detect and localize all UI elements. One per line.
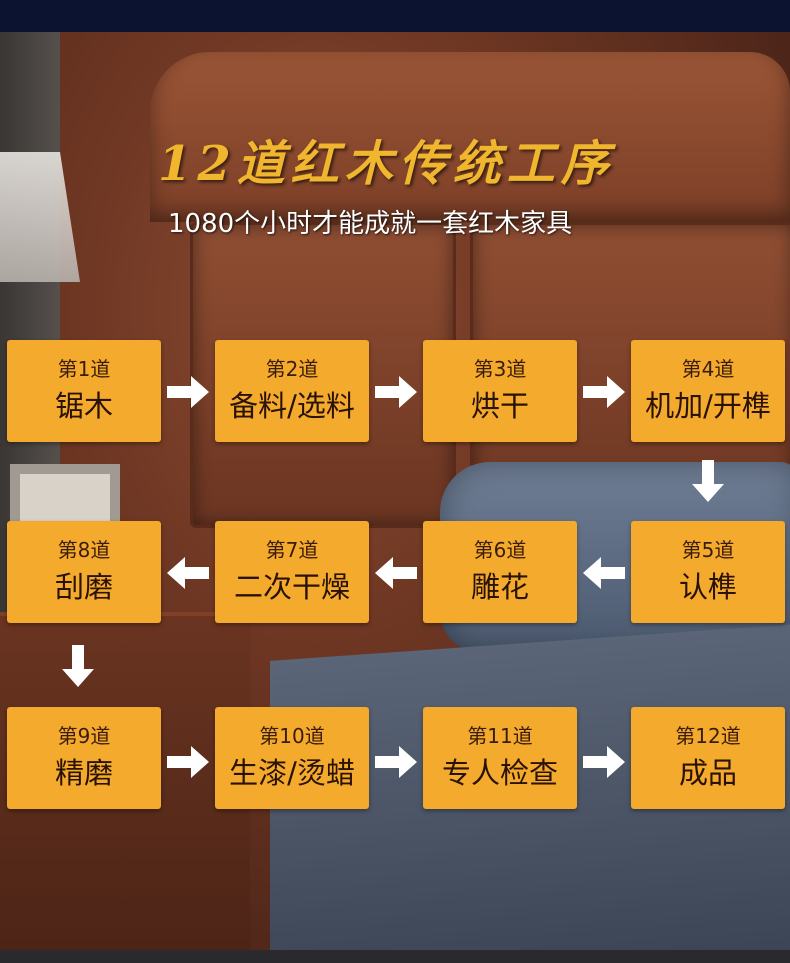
step-number: 第2道 [265, 357, 319, 381]
arrow-right-icon [583, 746, 625, 778]
step-1: 第1道 锯木 [7, 340, 161, 442]
arrow-right-icon [167, 746, 209, 778]
top-bar [0, 0, 790, 32]
step-name: 成品 [678, 756, 737, 790]
arrow-down-icon [692, 460, 724, 502]
step-5: 第5道 认榫 [631, 521, 785, 623]
arrow-right-icon [375, 376, 417, 408]
arrow-right-icon [167, 376, 209, 408]
step-12: 第12道 成品 [631, 707, 785, 809]
step-number: 第8道 [57, 538, 111, 562]
lamp-shade [0, 152, 80, 282]
step-11: 第11道 专人检查 [423, 707, 577, 809]
step-name: 精磨 [54, 756, 113, 790]
step-name: 烘干 [470, 389, 529, 423]
step-7: 第7道 二次干燥 [215, 521, 369, 623]
step-number: 第5道 [681, 538, 735, 562]
step-name: 备料/选料 [229, 389, 355, 423]
step-number: 第10道 [259, 724, 325, 748]
step-number: 第1道 [57, 357, 111, 381]
step-name: 机加/开榫 [645, 389, 771, 423]
arrow-right-icon [583, 376, 625, 408]
arrow-right-icon [375, 746, 417, 778]
step-number: 第9道 [57, 724, 111, 748]
step-number: 第3道 [473, 357, 527, 381]
step-number: 第12道 [675, 724, 741, 748]
step-name: 专人检查 [441, 756, 558, 790]
step-number: 第7道 [265, 538, 319, 562]
headboard-top [150, 52, 790, 222]
step-name: 锯木 [54, 389, 113, 423]
step-name: 二次干燥 [233, 570, 350, 604]
step-name: 刮磨 [54, 570, 113, 604]
step-number: 第6道 [473, 538, 527, 562]
step-name: 认榫 [678, 570, 737, 604]
step-10: 第10道 生漆/烫蜡 [215, 707, 369, 809]
step-4: 第4道 机加/开榫 [631, 340, 785, 442]
step-8: 第8道 刮磨 [7, 521, 161, 623]
step-name: 雕花 [470, 570, 529, 604]
arrow-left-icon [583, 557, 625, 589]
step-name: 生漆/烫蜡 [229, 756, 355, 790]
step-6: 第6道 雕花 [423, 521, 577, 623]
step-number: 第11道 [467, 724, 533, 748]
step-number: 第4道 [681, 357, 735, 381]
step-2: 第2道 备料/选料 [215, 340, 369, 442]
step-9: 第9道 精磨 [7, 707, 161, 809]
page-subtitle: 1080个小时才能成就一套红木家具 [168, 209, 573, 239]
step-3: 第3道 烘干 [423, 340, 577, 442]
page-title: 12道红木传统工序 [158, 136, 615, 192]
arrow-left-icon [167, 557, 209, 589]
arrow-down-icon [62, 645, 94, 687]
bottom-bar [0, 950, 790, 963]
arrow-left-icon [375, 557, 417, 589]
